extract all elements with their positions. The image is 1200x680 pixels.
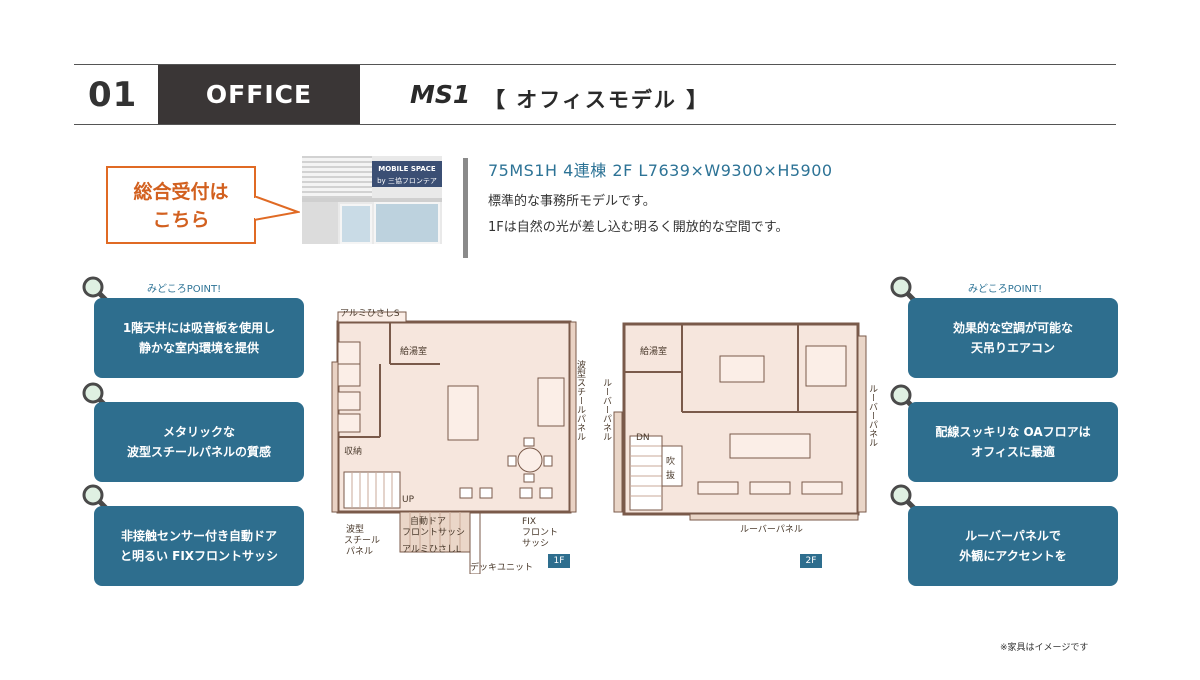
category-label: OFFICE — [158, 65, 360, 124]
feature-bubble-auto-door[interactable]: 非接触センサー付き自動ドア と明るい FIXフロントサッシ — [94, 506, 304, 586]
reception-text: 総合受付は こちら — [108, 178, 254, 234]
label-deck: デッキユニット — [470, 561, 533, 573]
building-photo: MOBILE SPACE by 三協フロンテア — [302, 156, 442, 244]
louver-panel-bottom — [689, 513, 859, 521]
header-top-rule — [74, 64, 1116, 65]
staircase — [629, 435, 663, 511]
label-dn: DN — [636, 433, 650, 443]
floor-plan-1f: アルミひさしS 給湯室 収納 UP 自動ドア フロントサッシ アルミひさしL デ… — [331, 308, 586, 574]
atrium — [661, 445, 683, 487]
louver-panel-right — [857, 335, 867, 513]
feature-line1: ルーバーパネルで — [965, 529, 1061, 543]
label-wave-2: スチール — [344, 535, 380, 546]
front-window — [374, 202, 440, 244]
label-fix-3: サッシ — [522, 538, 549, 549]
floor-badge-1f: 1F — [548, 554, 570, 568]
model-code: MS1 — [410, 80, 471, 109]
label-fix-1: FIX — [522, 517, 536, 527]
floor-band — [302, 198, 442, 202]
toilet-room — [337, 391, 361, 411]
meeting-table — [729, 433, 811, 459]
section-number: 01 — [88, 75, 138, 115]
feature-bubble-wave-panel[interactable]: メタリックな 波型スチールパネルの質感 — [94, 402, 304, 482]
feature-line2: 波型スチールパネルの質感 — [126, 445, 271, 459]
feature-bubble-oa-floor[interactable]: 配線スッキリな OAフロアは オフィスに最適 — [908, 402, 1118, 482]
feature-line2: 天吊りエアコン — [970, 341, 1055, 355]
reception-tail — [254, 196, 300, 222]
sign-line2: by 三協フロンテア — [377, 177, 437, 185]
desk — [719, 355, 765, 383]
building-sign: MOBILE SPACE by 三協フロンテア — [372, 161, 442, 187]
toilet-room — [337, 341, 361, 365]
label-louver-right: ルーバーパネル — [867, 384, 878, 447]
partition-room-desk — [805, 345, 847, 387]
label-wave-side: 波型スチールパネル — [575, 359, 586, 441]
awning-s — [337, 311, 407, 323]
label-auto-door-1: 自動ドア — [410, 515, 446, 527]
feature-line1: メタリックな — [162, 425, 235, 439]
feature-line2: 外観にアクセントを — [959, 549, 1067, 563]
footnote: ※家具はイメージです — [1000, 643, 1089, 653]
label-up: UP — [402, 495, 415, 505]
feature-line1: 1階天井には吸音板を使用し — [122, 321, 276, 335]
spec-title: 75MS1H 4連棟 2F L7639×W9300×H5900 — [488, 161, 833, 180]
right-point-label: みどころPOINT! — [968, 284, 1043, 295]
wave-panel-left — [331, 361, 339, 513]
label-auto-door-2: フロントサッシ — [402, 527, 465, 538]
label-wave-3: パネル — [346, 546, 373, 557]
feature-bubble-ceiling[interactable]: 1階天井には吸音板を使用し 静かな室内環境を提供 — [94, 298, 304, 378]
reception-line1: 総合受付は — [133, 181, 229, 203]
sign-line1: MOBILE SPACE — [378, 165, 436, 173]
feature-line2: オフィスに最適 — [971, 445, 1055, 459]
model-name: 【 オフィスモデル 】 — [484, 88, 710, 112]
label-storage: 収納 — [344, 445, 362, 457]
feature-line1: 非接触センサー付き自動ドア — [120, 529, 277, 543]
feature-bubble-louver[interactable]: ルーバーパネルで 外観にアクセントを — [908, 506, 1118, 586]
floor-plan-2f: 給湯室 DN 吹 抜 ルーバーパネル ルーバーパネル ルーバーパネル — [601, 322, 878, 535]
feature-bubble-aircon[interactable]: 効果的な空調が可能な 天吊りエアコン — [908, 298, 1118, 378]
reception-callout[interactable]: 総合受付は こちら — [106, 166, 256, 244]
spec-accent-bar — [463, 158, 468, 258]
left-point-label: みどころPOINT! — [147, 284, 222, 295]
feature-line2: と明るい FIXフロントサッシ — [119, 549, 279, 563]
label-wave-1: 波型 — [346, 523, 364, 535]
label-louver-left: ルーバーパネル — [601, 378, 612, 441]
staircase — [343, 471, 401, 509]
label-atrium-1: 吹 — [666, 455, 675, 467]
label-louver-bottom: ルーバーパネル — [740, 524, 803, 535]
louver-facade — [302, 156, 372, 198]
round-table — [517, 447, 543, 473]
feature-line1: 効果的な空調が可能な — [952, 321, 1073, 335]
label-awning-s: アルミひさしS — [340, 308, 400, 319]
label-kitchen: 給湯室 — [640, 345, 667, 357]
washroom — [337, 363, 361, 387]
louver-panel-left — [613, 411, 623, 513]
toilet-room — [337, 413, 361, 433]
reception-line2: こちら — [152, 209, 210, 231]
floor-badge-2f: 2F — [800, 554, 822, 568]
sofa — [537, 377, 565, 427]
entrance-door — [340, 204, 372, 244]
reception-counter — [447, 385, 479, 441]
label-fix-2: フロント — [522, 528, 558, 538]
ground-wall — [302, 202, 338, 244]
header-bottom-rule — [74, 124, 1116, 125]
feature-line2: 静かな室内環境を提供 — [138, 341, 259, 355]
wave-panel-right — [569, 321, 577, 513]
spec-description-2: 1Fは自然の光が差し込む明るく開放的な空間です。 — [488, 220, 789, 235]
deck-unit — [399, 511, 471, 553]
spec-description-1: 標準的な事務所モデルです。 — [488, 194, 656, 209]
feature-line1: 配線スッキリな OAフロアは — [935, 425, 1091, 439]
label-atrium-2: 抜 — [666, 469, 675, 481]
label-kitchen: 給湯室 — [400, 345, 427, 357]
label-awning-l: アルミひさしL — [402, 544, 461, 555]
